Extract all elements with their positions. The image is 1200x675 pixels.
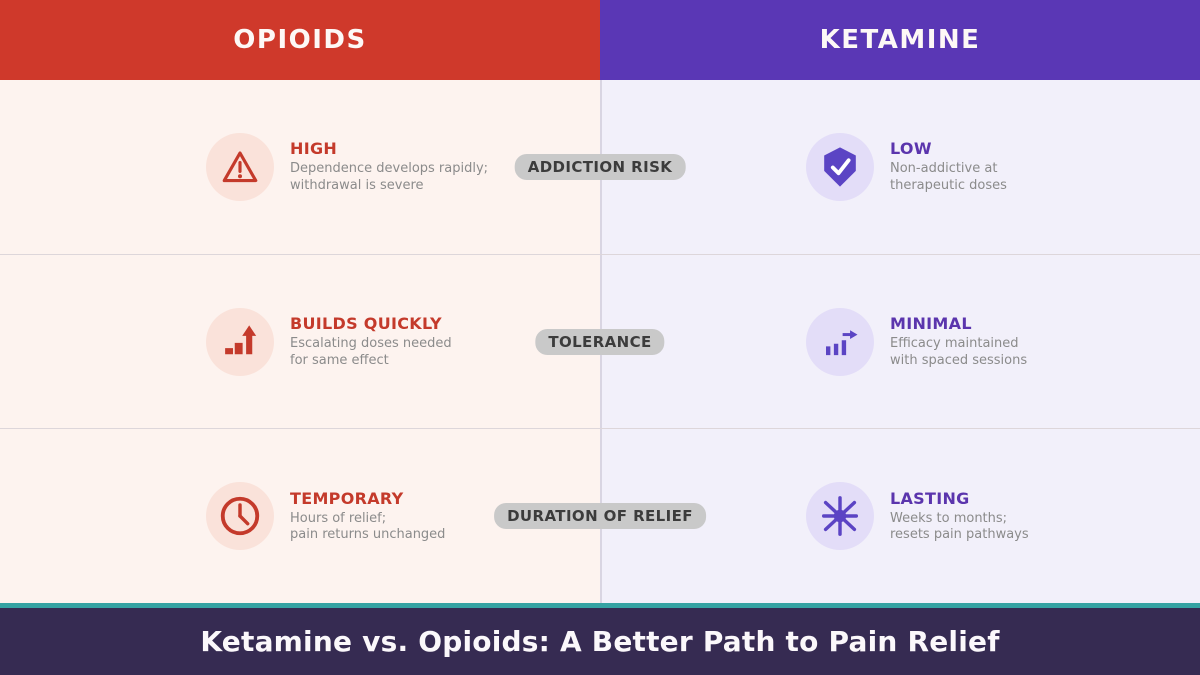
row-tolerance: BUILDS QUICKLY Escalating doses needed f… <box>0 254 1200 430</box>
ketamine-addiction-cell: LOW Non-addictive at therapeutic doses <box>600 80 1200 254</box>
opioids-column-header: OPIOIDS <box>0 0 600 80</box>
opioids-header-label: OPIOIDS <box>233 25 367 55</box>
warning-triangle-icon <box>206 132 274 201</box>
bars-up-arrow-icon <box>206 307 274 376</box>
clock-icon <box>206 482 274 551</box>
opioids-duration-title: TEMPORARY <box>290 488 404 508</box>
opioids-duration-desc: Hours of relief; pain returns unchanged <box>290 510 446 543</box>
ketamine-duration-desc: Weeks to months; resets pain pathways <box>890 510 1029 543</box>
opioids-tolerance-text: BUILDS QUICKLY Escalating doses needed f… <box>290 314 452 369</box>
ketamine-column-header: KETAMINE <box>600 0 1200 80</box>
shield-check-icon <box>806 132 874 201</box>
ketamine-tolerance-desc: Efficacy maintained with spaced sessions <box>890 336 1028 368</box>
row-duration-of-relief: TEMPORARY Hours of relief; pain returns … <box>0 429 1200 604</box>
category-label-tolerance: TOLERANCE <box>535 328 665 355</box>
ketamine-tolerance-title: MINIMAL <box>890 314 972 333</box>
ketamine-addiction-desc: Non-addictive at therapeutic doses <box>890 161 1007 193</box>
comparison-rows: HIGH Dependence develops rapidly; withdr… <box>0 80 1200 604</box>
category-label-addiction-risk: ADDICTION RISK <box>514 153 686 180</box>
opioids-duration-text: TEMPORARY Hours of relief; pain returns … <box>290 489 445 544</box>
ketamine-tolerance-text: MINIMAL Efficacy maintained with spaced … <box>890 314 1027 369</box>
ketamine-duration-title: LASTING <box>890 488 970 508</box>
ketamine-addiction-text: LOW Non-addictive at therapeutic doses <box>890 139 1007 194</box>
opioids-addiction-cell: HIGH Dependence develops rapidly; withdr… <box>0 80 600 254</box>
ketamine-tolerance-cell: MINIMAL Efficacy maintained with spaced … <box>600 254 1200 429</box>
opioids-addiction-text: HIGH Dependence develops rapidly; withdr… <box>290 139 488 194</box>
category-label-duration-of-relief: DURATION OF RELIEF <box>494 503 706 530</box>
ketamine-duration-text: LASTING Weeks to months; resets pain pat… <box>890 489 1029 544</box>
opioids-tolerance-cell: BUILDS QUICKLY Escalating doses needed f… <box>0 254 600 429</box>
column-headers: OPIOIDS KETAMINE <box>0 0 1200 80</box>
opioids-tolerance-title: BUILDS QUICKLY <box>290 314 442 333</box>
starburst-icon <box>806 482 874 551</box>
opioids-tolerance-desc: Escalating doses needed for same effect <box>290 336 452 368</box>
page-title: Ketamine vs. Opioids: A Better Path to P… <box>200 625 1000 658</box>
ketamine-header-label: KETAMINE <box>819 25 981 55</box>
ketamine-addiction-title: LOW <box>890 139 932 159</box>
bars-right-arrow-icon <box>806 307 874 376</box>
opioids-addiction-title: HIGH <box>290 139 338 159</box>
teal-accent-divider <box>0 603 1200 608</box>
footer-title-bar: Ketamine vs. Opioids: A Better Path to P… <box>0 608 1200 675</box>
opioids-addiction-desc: Dependence develops rapidly; withdrawal … <box>290 161 489 193</box>
row-addiction-risk: HIGH Dependence develops rapidly; withdr… <box>0 80 1200 255</box>
